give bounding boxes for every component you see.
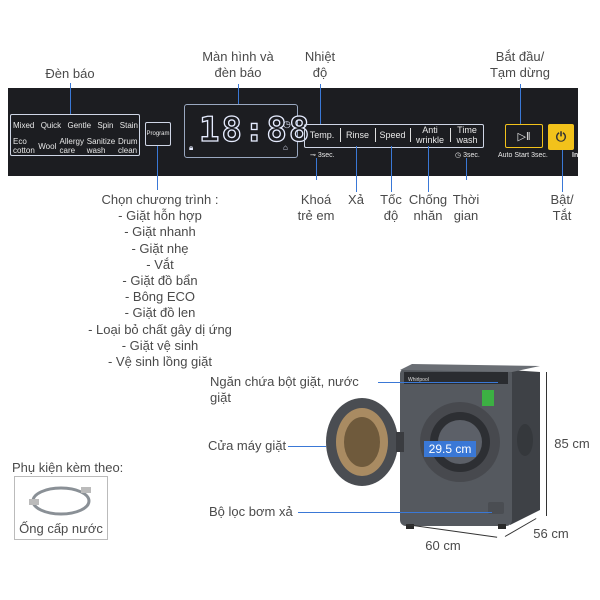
label-power: Bật/ Tắt — [546, 192, 578, 224]
program-item: - Giặt vệ sinh — [121, 337, 199, 353]
child-lock-hint: ⊸ 3sec. — [310, 151, 335, 160]
accessory-title: Phụ kiện kèm theo: — [12, 460, 124, 475]
water-hose-icon — [29, 486, 91, 516]
lock-hint-text: 3sec. — [317, 152, 335, 159]
label-anti-wrinkle-line2: nhăn — [413, 208, 443, 223]
label-temp: Nhiệt độ — [295, 49, 345, 81]
label-power-line1: Bật/ — [550, 192, 574, 207]
label-detergent-drawer: Ngăn chứa bột giặt, nước giặt — [210, 374, 359, 405]
label-speed-line2: độ — [383, 208, 399, 223]
accessory-item: Ống cấp nước — [19, 521, 103, 536]
label-child-lock-line2: trẻ em — [297, 208, 335, 223]
time-hint: ◷ 3sec. — [455, 151, 480, 160]
indicator-sanitize-wash: Sanitize wash — [86, 137, 116, 155]
start-pause-button[interactable]: ▷‖ — [505, 124, 543, 148]
temp-button[interactable]: Temp. — [309, 130, 335, 140]
label-child-lock-line1: Khoá — [300, 192, 332, 207]
indicator-row-2: Eco cotton Wool Allergy care Sanitize wa… — [13, 137, 138, 155]
machine-brand: Whirlpool — [408, 377, 429, 383]
indicator-wool: Wool — [38, 141, 57, 151]
time-wash-button[interactable]: Time wash — [456, 125, 478, 145]
label-time-line2: gian — [453, 208, 479, 223]
height-dimension: 85 cm — [554, 436, 590, 451]
door-diameter-badge: 29.5 cm — [424, 441, 476, 457]
accessory-box: Ống cấp nước — [14, 476, 108, 540]
program-list: Chọn chương trình : - Giặt hỗn hợp - Giặ… — [60, 192, 260, 370]
lock-small-icon: ⊸ — [310, 152, 316, 159]
label-screen-line2: đèn báo — [214, 65, 262, 80]
indicator-lights-box — [10, 114, 140, 156]
label-start-pause-line1: Bắt đầu/ — [495, 49, 545, 64]
timer-icon: ◷ — [283, 119, 291, 129]
label-drain-filter: Bộ lọc bơm xả — [209, 504, 293, 519]
power-icon: ⏻ — [555, 129, 567, 144]
program-item: - Loại bỏ chất gây dị ứng — [88, 321, 232, 337]
indicator-allergy-care: Allergy care — [59, 137, 84, 155]
label-temp-line1: Nhiệt — [304, 49, 336, 64]
indicator-eco-cotton: Eco cotton — [13, 137, 35, 155]
depth-dimension: 56 cm — [533, 526, 569, 541]
indicator-row-1: Mixed Quick Gentle Spin Stain — [13, 121, 138, 130]
play-pause-icon: ▷‖ — [517, 130, 531, 143]
program-button-label: Program — [146, 130, 170, 137]
label-speed-line1: Tốc — [380, 192, 402, 207]
program-item: - Giặt hỗn hợp — [118, 208, 202, 224]
function-buttons-box — [304, 124, 484, 148]
label-speed: Tốc độ — [376, 192, 406, 224]
speed-button[interactable]: Speed — [379, 130, 406, 140]
program-list-title: Chọn chương trình : — [101, 192, 219, 207]
indicator-stain: Stain — [119, 121, 138, 130]
program-item: - Vệ sinh lồng giặt — [107, 354, 213, 370]
door-diameter-value: 29.5 cm — [428, 442, 472, 456]
display-screen: 18:88 ◷ 🔒︎ ⌂ — [184, 104, 310, 158]
label-child-lock: Khoá trẻ em — [291, 192, 341, 224]
indicator-spin: Spin — [97, 121, 114, 130]
time-hint-text: 3sec. — [463, 152, 480, 159]
program-item: - Giặt đồ bẩn — [122, 273, 198, 289]
label-screen: Màn hình và đèn báo — [188, 49, 288, 81]
indicator-mixed: Mixed — [13, 121, 35, 130]
program-item: - Giặt nhẹ — [131, 240, 189, 256]
lock-icon: 🔒︎ — [189, 143, 194, 152]
label-power-line2: Tắt — [552, 208, 572, 223]
power-button[interactable]: ⏻ — [548, 124, 574, 150]
panel-edge-text: In — [572, 152, 579, 159]
indicator-quick: Quick — [40, 121, 62, 130]
program-item: - Bông ECO — [124, 289, 196, 305]
temp-icon: ⌂ — [283, 143, 288, 152]
label-rinse: Xả — [348, 192, 364, 207]
start-hint: Auto Start 3sec. — [498, 152, 548, 159]
label-indicator-lights: Đèn báo — [45, 66, 95, 81]
rinse-button[interactable]: Rinse — [345, 130, 369, 140]
width-dimension: 60 cm — [425, 538, 461, 553]
label-time-line1: Thời — [452, 192, 480, 207]
clock-small-icon: ◷ — [455, 152, 462, 159]
program-item: - Giặt nhanh — [124, 224, 196, 240]
label-start-pause: Bắt đầu/ Tạm dừng — [480, 49, 560, 81]
anti-wrinkle-button[interactable]: Anti wrinkle — [415, 125, 444, 145]
label-start-pause-line2: Tạm dừng — [489, 65, 550, 80]
label-anti-wrinkle: Chống nhăn — [408, 192, 448, 224]
program-item: - Vắt — [146, 256, 174, 272]
display-digits: 18:88 — [198, 109, 312, 150]
indicator-drum-clean: Drum clean — [117, 137, 138, 155]
indicator-gentle: Gentle — [67, 121, 92, 130]
label-time: Thời gian — [448, 192, 484, 224]
label-screen-line1: Màn hình và — [202, 49, 274, 64]
label-anti-wrinkle-line1: Chống — [408, 192, 448, 207]
label-temp-line2: độ — [312, 65, 328, 80]
program-item: - Giặt đồ len — [124, 305, 196, 321]
label-door: Cửa máy giặt — [208, 438, 287, 453]
program-button[interactable]: Program — [145, 122, 171, 146]
